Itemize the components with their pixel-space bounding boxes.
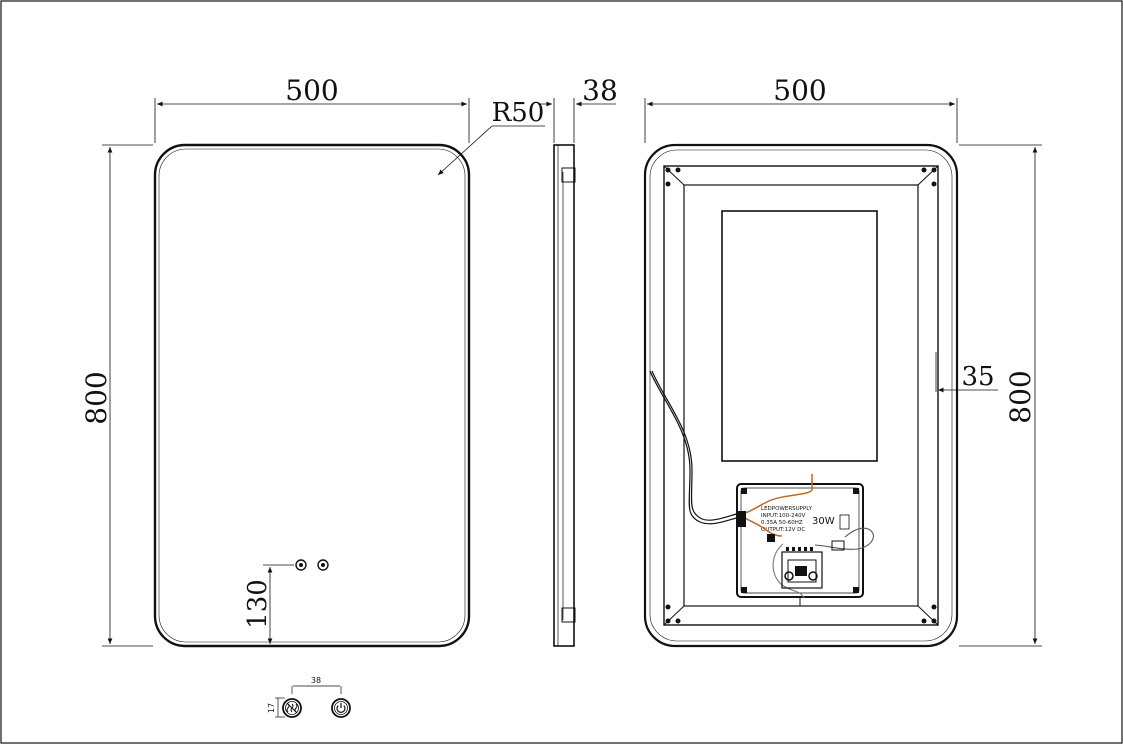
back-center-panel: [721, 210, 878, 462]
side-view: 38: [538, 74, 618, 647]
offset-label: 35: [961, 362, 994, 392]
mirror-side-profile: [553, 144, 575, 647]
radius-leader-line: [437, 125, 493, 176]
power-cable: [649, 370, 741, 525]
driver-label-line3: 0.35A 50-60HZ: [761, 520, 803, 526]
radius-label: R50: [492, 98, 545, 128]
driver-label-line2: INPUT:100-240V: [761, 513, 806, 519]
driver-label-line1: LEDPOWERSUPPLY: [761, 506, 813, 512]
back-height-label: 800: [1004, 370, 1037, 423]
power-button-icon: [331, 698, 351, 718]
driver-wattage-label: 30W: [812, 516, 835, 527]
mirror-front-outline: [153, 143, 471, 648]
front-power-switch-icon: [317, 559, 329, 571]
front-defog-switch-icon: [295, 559, 307, 571]
back-width-label: 500: [773, 74, 826, 107]
driver-label-line4: OUTPUT:12V DC: [761, 527, 805, 533]
front-height-label: 800: [80, 371, 113, 424]
mirror-back-outline: [643, 143, 959, 648]
orange-wires: [741, 474, 813, 515]
switch-offset-label: 130: [243, 579, 273, 629]
back-frame-outer: [663, 165, 939, 626]
back-frame-inner: [683, 184, 919, 607]
switch-spacing-label: 38: [311, 676, 321, 685]
control-module: [781, 551, 823, 589]
switch-size-label: 17: [267, 703, 276, 713]
switch-detail: 38 17: [267, 676, 351, 718]
mounting-screws: [665, 167, 937, 624]
mirror-front-inner-outline: [158, 148, 466, 643]
back-view: LEDPOWERSUPPLY INPUT:100-240V 0.35A 50-6…: [643, 74, 1042, 648]
side-depth-label: 38: [582, 74, 618, 107]
defog-button-icon: [282, 698, 302, 718]
front-view: 500 800 R50 130: [80, 74, 545, 648]
front-width-label: 500: [285, 74, 338, 107]
